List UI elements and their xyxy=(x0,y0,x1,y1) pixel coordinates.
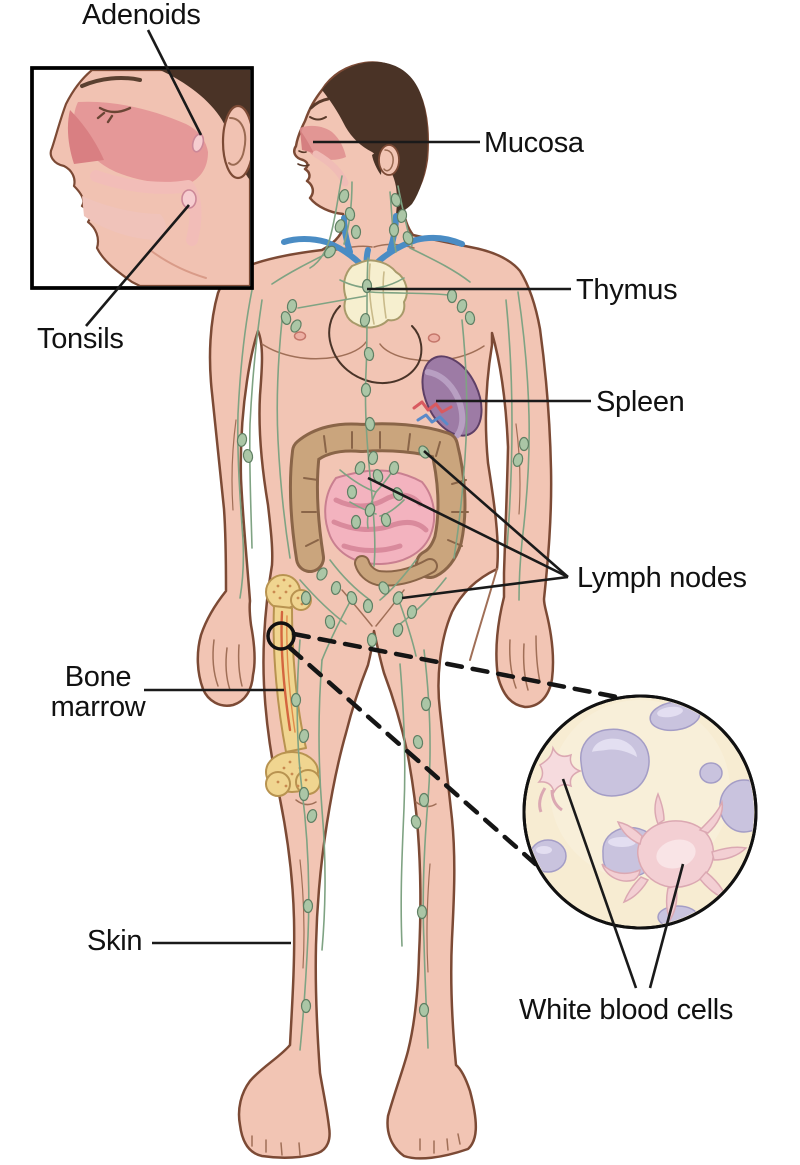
white-blood-cell-large xyxy=(601,791,748,922)
inset-ear xyxy=(221,104,250,180)
adenoids-label: Adenoids xyxy=(82,0,201,31)
dashed-connector-lines xyxy=(287,631,625,871)
mucosa-label: Mucosa xyxy=(484,127,584,159)
lymph-nodes-label: Lymph nodes xyxy=(577,562,747,594)
thymus-organ xyxy=(343,259,408,329)
cell-inset xyxy=(522,694,758,930)
head-inset xyxy=(30,66,254,290)
lymph-nodes-leader-line-1 xyxy=(423,450,569,578)
ear xyxy=(378,144,400,176)
tonsils-leader-line xyxy=(85,204,190,327)
lavender-cell-highlights xyxy=(536,706,683,854)
white-blood-cells-leader-line-2 xyxy=(648,863,685,989)
leader-lines xyxy=(85,29,685,989)
eyebrow xyxy=(309,97,330,110)
hair xyxy=(322,61,428,214)
main-figure xyxy=(196,61,625,1160)
body-detail-lines xyxy=(212,243,541,1156)
inset-eye xyxy=(96,106,132,124)
tonsil-marker xyxy=(181,189,197,209)
heart-outline xyxy=(328,305,423,384)
tonsils-label: Tonsils xyxy=(37,323,124,355)
nipple-left xyxy=(293,331,307,341)
spleen-vessels xyxy=(412,400,453,426)
mouth-line xyxy=(297,163,310,167)
nipple-right xyxy=(427,333,441,343)
white-blood-cells-label: White blood cells xyxy=(519,994,734,1026)
eye xyxy=(309,116,327,121)
large-intestine xyxy=(288,422,469,587)
adenoids-leader-line xyxy=(146,29,203,136)
lymph-nodes-leader-line-2 xyxy=(367,476,569,579)
nostril xyxy=(298,150,307,154)
lymph-nodes-leader-line-3 xyxy=(401,575,569,600)
inset-hair xyxy=(160,70,250,180)
white-blood-cells-leader-line-1 xyxy=(561,778,638,989)
bone-marrow-label: Bone marrow xyxy=(50,661,146,724)
lymph-vessels xyxy=(237,175,530,1051)
thymus-label: Thymus xyxy=(576,274,678,306)
face-details xyxy=(297,97,330,167)
inset-eyebrow xyxy=(80,76,142,88)
bone-speckles xyxy=(272,578,308,788)
skin-label: Skin xyxy=(87,925,143,957)
white-blood-cell-small xyxy=(537,745,583,813)
spleen-label: Spleen xyxy=(596,386,685,418)
